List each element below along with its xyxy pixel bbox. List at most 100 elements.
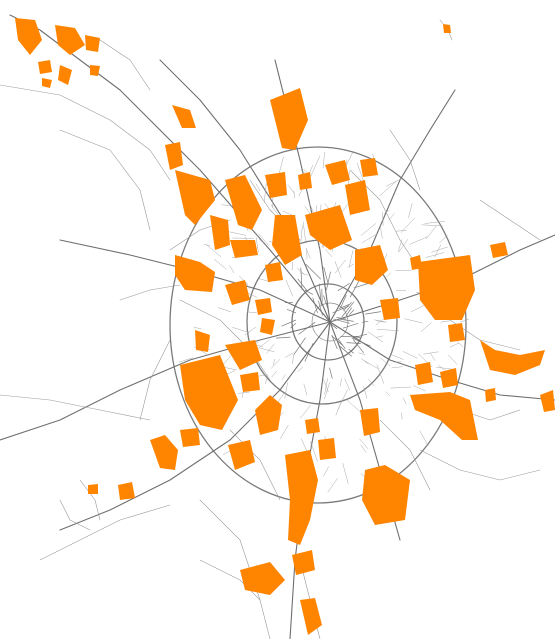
- street-segment: [386, 272, 392, 278]
- street-segment: [380, 357, 391, 367]
- street-segment: [258, 238, 264, 244]
- street-segment: [285, 352, 294, 358]
- street-segment: [338, 345, 352, 357]
- highlighted-area: [58, 65, 72, 85]
- minor-road: [139, 339, 171, 421]
- highlighted-area: [360, 158, 378, 177]
- minor-road: [199, 559, 261, 601]
- street-segment: [301, 272, 308, 276]
- highlighted-area: [485, 388, 496, 402]
- street-segment: [339, 378, 342, 387]
- street-segment: [318, 283, 322, 306]
- highlighted-area: [225, 280, 250, 305]
- highlighted-area: [318, 438, 336, 460]
- highlighted-area: [300, 598, 322, 635]
- street-segment: [390, 353, 404, 360]
- radial-road-north: [274, 59, 331, 323]
- street-segment: [324, 382, 331, 400]
- street-segment: [302, 221, 307, 244]
- minor-road: [479, 199, 541, 241]
- street-segment: [266, 343, 275, 354]
- highlighted-area: [355, 245, 388, 285]
- street-segment: [439, 234, 448, 244]
- street-segment: [396, 290, 407, 292]
- street-segment: [288, 185, 295, 194]
- street-segment: [340, 294, 347, 309]
- street-segment: [229, 265, 235, 274]
- street-segment: [351, 337, 371, 347]
- street-segment: [349, 309, 355, 315]
- street-segment: [346, 342, 361, 344]
- street-segment: [305, 248, 311, 259]
- highlighted-area: [165, 142, 183, 170]
- street-segment: [344, 378, 351, 391]
- street-segment: [361, 233, 379, 243]
- highlighted-area: [270, 88, 308, 150]
- street-segment: [420, 322, 432, 332]
- street-segment: [421, 224, 443, 227]
- street-segment: [338, 318, 354, 322]
- inner-ring-road: [311, 302, 349, 342]
- street-segment: [232, 327, 250, 334]
- street-segment: [352, 339, 364, 354]
- highlighted-area: [410, 255, 422, 270]
- street-segment: [413, 385, 426, 392]
- highlighted-area: [255, 298, 272, 315]
- street-segment: [353, 337, 360, 339]
- street-segment: [376, 329, 399, 331]
- street-segment: [338, 304, 350, 310]
- street-segment: [380, 227, 383, 239]
- highlighted-area: [225, 175, 262, 230]
- street-segment: [363, 360, 379, 369]
- street-segment: [300, 405, 311, 419]
- street-segment: [401, 412, 403, 420]
- street-segment: [346, 399, 362, 414]
- street-segment: [325, 249, 333, 258]
- street-segment: [342, 463, 349, 485]
- street-segment: [335, 399, 343, 416]
- street-segment: [238, 391, 250, 394]
- street-segment: [217, 307, 232, 313]
- highlighted-area: [360, 408, 380, 436]
- street-segment: [284, 382, 288, 399]
- street-segment: [265, 374, 268, 385]
- street-segment: [353, 282, 370, 289]
- street-segment: [276, 336, 291, 339]
- highlighted-area: [150, 435, 178, 470]
- street-segment: [333, 318, 350, 324]
- street-segment: [246, 282, 250, 289]
- street-segment: [429, 352, 436, 361]
- street-segment: [290, 323, 297, 329]
- street-segment: [382, 211, 384, 226]
- minor-road: [59, 129, 151, 231]
- highlighted-area: [440, 368, 458, 388]
- street-segment: [205, 244, 222, 258]
- street-segment: [345, 307, 353, 317]
- street-segment: [402, 351, 418, 359]
- street-segment: [397, 239, 403, 252]
- highlighted-area: [448, 323, 465, 342]
- street-segment: [278, 156, 284, 176]
- highlighted-area: [325, 160, 350, 185]
- street-segment: [332, 305, 349, 314]
- street-segment: [310, 155, 321, 176]
- street-segment: [365, 311, 381, 315]
- highlighted-area: [172, 105, 196, 128]
- street-segment: [337, 283, 350, 292]
- minor-road: [79, 479, 101, 521]
- street-segment: [358, 352, 366, 355]
- highlighted-area: [195, 330, 210, 352]
- street-segment: [336, 316, 347, 320]
- highlighted-area: [490, 242, 508, 258]
- highlighted-areas: [15, 18, 555, 635]
- street-segment: [329, 322, 338, 330]
- highlighted-area: [175, 255, 215, 292]
- minor-road: [59, 499, 91, 531]
- street-segment: [367, 331, 383, 343]
- street-segment: [345, 152, 353, 167]
- highlighted-area: [540, 390, 555, 412]
- street-segment: [270, 359, 281, 369]
- street-segment: [323, 295, 329, 310]
- outer-ring-road: [169, 146, 467, 504]
